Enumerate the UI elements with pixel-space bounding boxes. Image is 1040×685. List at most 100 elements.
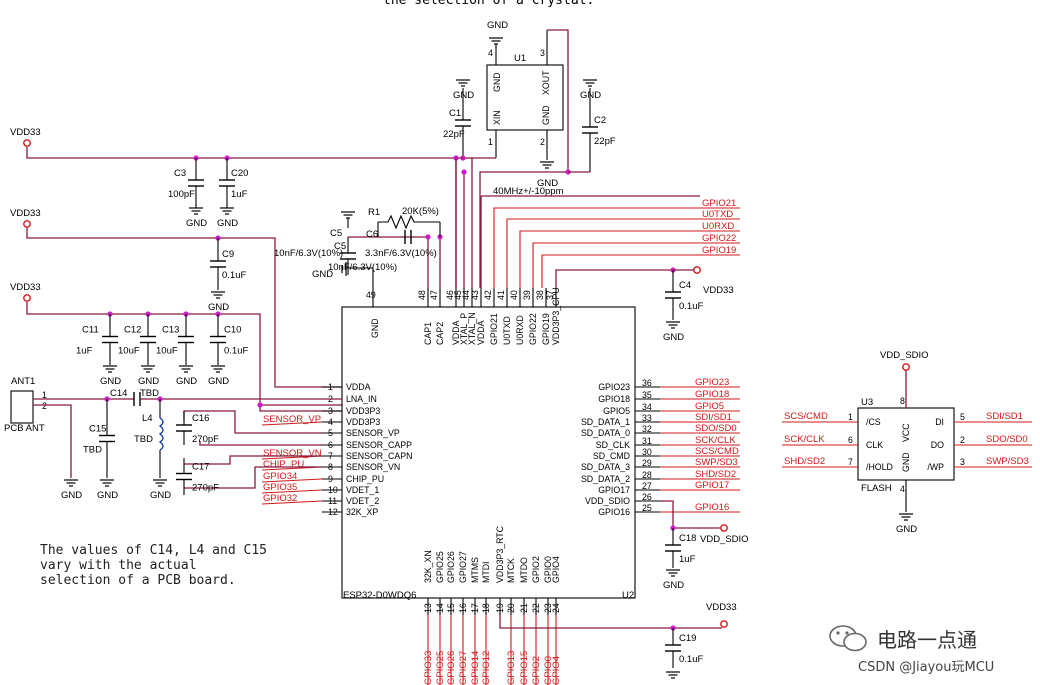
crystal-pinnum: 3	[540, 48, 545, 58]
esp32-ref: U2	[622, 590, 634, 601]
esp32-pinnum-top: 41	[496, 290, 506, 300]
crystal-pinnum: 2	[540, 137, 545, 147]
net-top-label: U0TXD	[702, 209, 733, 220]
esp32-pinnum-top: 43	[470, 290, 480, 300]
esp32-pinnum-bottom: 15	[446, 603, 456, 613]
cap-c16-ref: C16	[192, 413, 209, 424]
wire	[471, 157, 496, 288]
flash-pin-vcc: VCC	[901, 423, 911, 442]
vdd33-4-terminal	[693, 266, 701, 274]
flash-pinnum: 2	[960, 435, 965, 445]
cap-c5-value: 10nF/6.3V(10%)	[328, 262, 397, 273]
gnd-label: GND	[100, 376, 121, 387]
esp32-pinnum-bottom: 16	[458, 603, 468, 613]
esp32-pinnum-bottom: 24	[551, 603, 561, 613]
cap-c18-value: 1uF	[679, 554, 696, 565]
esp32-chip	[341, 306, 636, 599]
esp32-pin-left: LNA_IN	[346, 394, 377, 404]
esp32-pinnum-top: 44	[461, 290, 471, 300]
wire	[555, 269, 673, 288]
net-bottom-label: GPIO13	[506, 651, 517, 685]
wire	[33, 404, 72, 478]
net-left-label: SENSOR_VN	[263, 448, 322, 459]
esp32-pin-left: VDET_1	[346, 485, 379, 495]
esp32-pin-top: VDDA	[451, 320, 461, 345]
esp32-pinnum-bottom: 20	[506, 603, 516, 613]
cap-c17-ref: C17	[192, 462, 209, 473]
esp32-pin-bottom: GPIO25	[435, 551, 445, 583]
flash-pin-right: DI	[935, 417, 944, 427]
esp32-pin-right: SD_DATA_1	[581, 417, 630, 427]
esp32-pin-right: GPIO17	[598, 485, 630, 495]
net-flash-left-label: SCK/CLK	[784, 434, 825, 445]
gnd-label: GND	[580, 90, 601, 101]
esp32-pinnum-bottom: 17	[470, 603, 480, 613]
net-left-label: SENSOR_VP	[263, 414, 321, 425]
inductor-ref: L4	[142, 413, 153, 424]
resistor-ref: R1	[368, 207, 380, 218]
cap-c16-value: 270pF	[192, 434, 219, 445]
net-right-label: SWP/SD3	[695, 457, 738, 468]
esp32-pinnum-bottom: 14	[435, 603, 445, 613]
flash-pin-gnd: GND	[901, 452, 911, 472]
esp32-pin-left: VDD3P3	[346, 417, 380, 427]
crystal-ref: U1	[514, 53, 526, 64]
antenna-ref: ANT1	[11, 376, 35, 387]
net-right-label: SDO/SD0	[695, 423, 737, 434]
crystal-u1	[486, 64, 564, 131]
inductor-value: TBD	[134, 434, 153, 445]
wire	[346, 267, 374, 307]
gnd-label: GND	[176, 376, 197, 387]
esp32-pinnum-top: 40	[509, 290, 519, 300]
cap-c3-value: 100pF	[168, 189, 195, 200]
flash-ref: U3	[861, 397, 873, 408]
esp32-pin-bottom: VDD3P3_RTC	[495, 525, 505, 583]
flash-pinnum: 6	[848, 435, 853, 445]
esp32-pin-left: CHIP_PU	[346, 474, 384, 484]
net-top-label: GPIO19	[702, 245, 736, 256]
crystal-pin-xout: XOUT	[541, 70, 551, 95]
esp32-pinnum-bottom: 18	[481, 603, 491, 613]
net-top	[532, 242, 740, 288]
vdd-sdio-2-terminal	[902, 363, 910, 371]
net-bottom-label: GPIO33	[423, 651, 434, 685]
gnd-label: GND	[663, 332, 684, 343]
cap-c13-value: 10uF	[156, 346, 178, 357]
esp32-pinnum-top: 38	[535, 290, 545, 300]
cap-c15-value: TBD	[83, 445, 102, 456]
resistor-value: 20K(5%)	[402, 206, 439, 217]
vdd33-3-terminal	[23, 294, 31, 302]
cap-c12-ref: C12	[124, 325, 141, 336]
vdd33-3-label: VDD33	[10, 282, 41, 293]
flash-pinnum: 1	[848, 412, 853, 422]
vdd33-1-label: VDD33	[10, 127, 41, 138]
cap-c14-value: TBD	[140, 388, 159, 399]
esp32-pin-top: XTAL_N	[467, 312, 477, 345]
net-bottom-label: GPIO25	[435, 651, 446, 685]
esp32-pinnum-right: 30	[642, 447, 652, 457]
net-left	[261, 421, 323, 426]
esp32-pin-top: U0RXD	[515, 315, 525, 345]
esp32-pinnum-top: 46	[445, 290, 455, 300]
net-right-label: GPIO23	[695, 377, 729, 388]
net-bottom-label: GPIO2	[531, 656, 542, 685]
wire	[199, 441, 322, 446]
net-left-label: CHIP_PU	[263, 459, 304, 470]
esp32-pin-bottom: GPIO0	[543, 556, 553, 583]
esp32-pinnum-bottom: 21	[519, 603, 529, 613]
esp32-pin-right: SD_DATA_2	[581, 474, 630, 484]
wire	[660, 500, 722, 529]
cap-c20-value: 1uF	[231, 189, 248, 200]
cap-c1-ref: C1	[449, 108, 461, 119]
net-bottom-label: GPIO12	[481, 651, 492, 685]
esp32-pin-bottom: GPIO2	[531, 556, 541, 583]
flash-pinnum: 4	[900, 484, 905, 494]
wire	[26, 147, 463, 159]
cap-c13-ref: C13	[162, 325, 179, 336]
esp32-pinnum-bottom: 23	[543, 603, 553, 613]
cap-c15-ref: C15	[89, 424, 106, 435]
esp32-pin-right: SD_DATA_3	[581, 462, 630, 472]
esp32-pin-bottom: GPIO27	[458, 551, 468, 583]
net-right-label: GPIO16	[695, 502, 729, 513]
cap-c6-value: 3.3nF/6.3V(10%)	[365, 248, 437, 259]
